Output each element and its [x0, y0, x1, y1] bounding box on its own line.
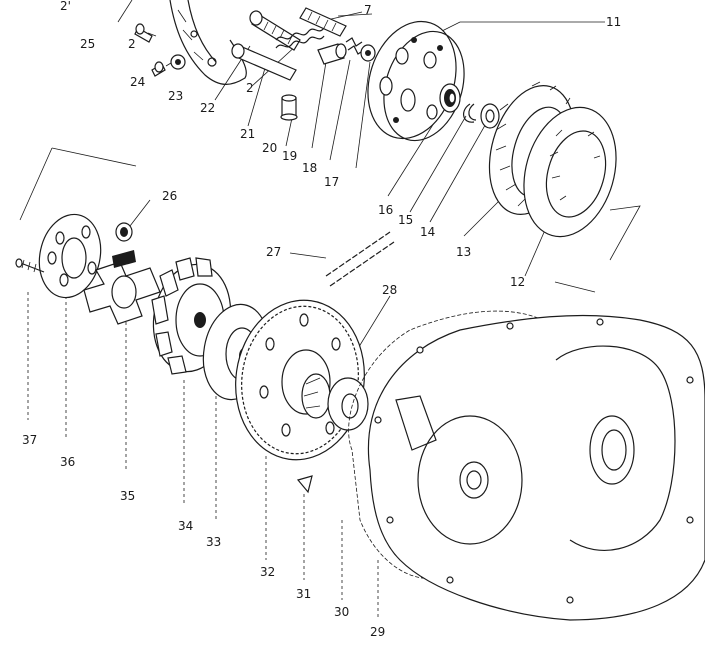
callout-36: 36 [60, 455, 76, 469]
bearing-16 [439, 83, 461, 113]
callout-14: 14 [420, 225, 436, 239]
callout-23: 23 [168, 89, 184, 103]
bolt-24 [151, 61, 166, 77]
callout-7: 7 [364, 3, 372, 17]
shock-absorber-35 [83, 250, 161, 325]
backplate-36 [38, 213, 102, 299]
callout-15: 15 [398, 213, 414, 227]
spring-21 [275, 27, 325, 49]
callout-34: 34 [178, 519, 194, 533]
callout-28: 28 [382, 283, 398, 297]
chaincase-29 [367, 314, 705, 621]
callout-30: 30 [334, 605, 350, 619]
callout-25: 25 [80, 37, 96, 51]
callout-20: 20 [262, 141, 278, 155]
callout-2-top: 2' [60, 0, 71, 13]
callout-12: 12 [510, 275, 526, 289]
callout-33: 33 [206, 535, 222, 549]
callout-29: 29 [370, 625, 386, 639]
callout-19: 19 [282, 149, 298, 163]
key-31 [296, 475, 313, 494]
circlip-15 [463, 103, 477, 123]
callout-31: 31 [296, 587, 312, 601]
nut-26 [115, 222, 133, 242]
callout-26: 26 [162, 189, 178, 203]
callout-2-mid: 2 [246, 81, 254, 95]
callout-17: 17 [324, 175, 340, 189]
spring-studs [231, 7, 347, 81]
cup-19 [317, 43, 347, 65]
callout-35: 35 [120, 489, 136, 503]
callout-2-left: 2 [128, 37, 136, 51]
screw-37 [15, 258, 45, 273]
plain-plate-12 [523, 106, 617, 238]
callout-24: 24 [130, 75, 146, 89]
engine-sprocket-28 [301, 373, 369, 431]
callout-16: 16 [378, 203, 394, 217]
callout-22: 22 [200, 101, 216, 115]
washer-14 [480, 103, 500, 129]
washer-23 [170, 54, 186, 70]
callout-27: 27 [266, 245, 282, 259]
callout-18: 18 [302, 161, 318, 175]
nut-17 [360, 44, 376, 62]
callout-21: 21 [240, 127, 256, 141]
pressure-plate-11 [367, 20, 465, 142]
callout-37: 37 [22, 433, 38, 447]
small-bolt-25 [134, 23, 153, 43]
callout-32: 32 [260, 565, 276, 579]
chain-27 [325, 231, 395, 287]
bolt-20 [280, 94, 298, 121]
callout-13: 13 [456, 245, 472, 259]
callout-11: 11 [606, 15, 622, 29]
outer-plate-fragment [169, 0, 247, 85]
